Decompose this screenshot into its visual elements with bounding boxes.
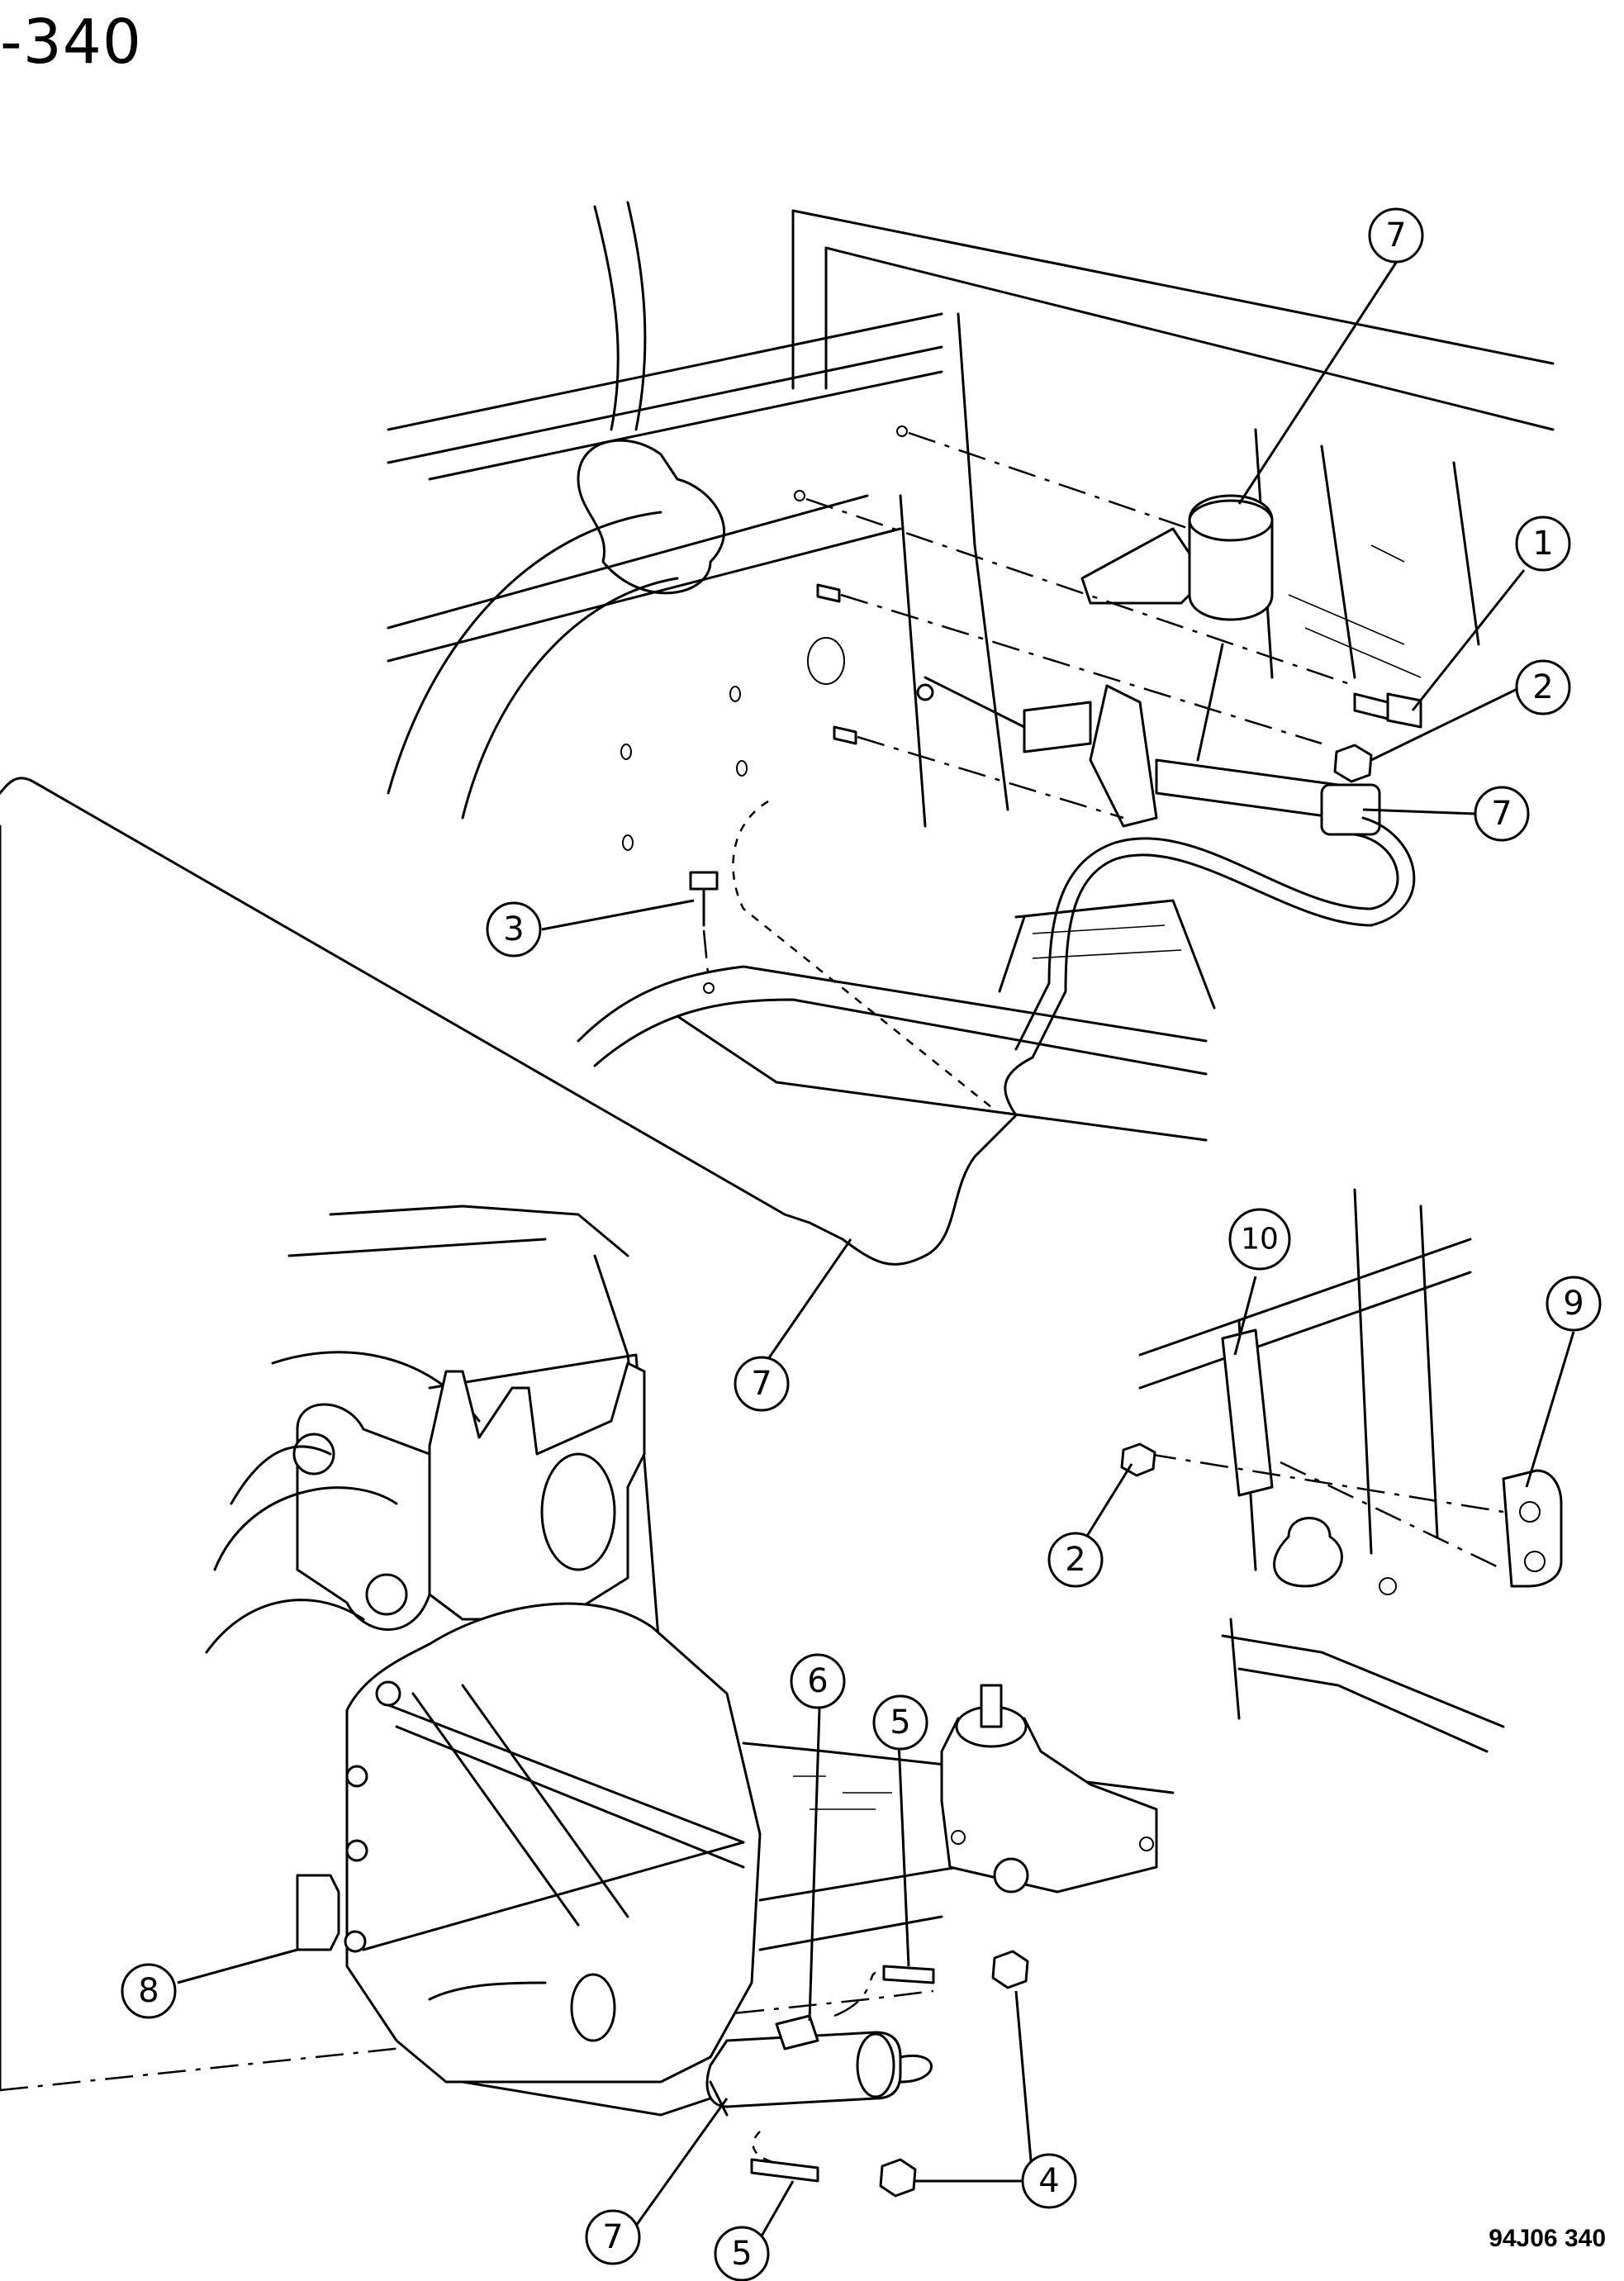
clutch-master-cylinder bbox=[916, 494, 1381, 836]
svg-text:3: 3 bbox=[503, 910, 524, 948]
callout-2-nut-inset: 2 bbox=[1047, 1532, 1104, 1588]
svg-text:7: 7 bbox=[751, 1365, 772, 1403]
callout-4-nuts: 4 bbox=[1021, 2153, 1077, 2209]
figure-code: 94J06 340 bbox=[1489, 2225, 1606, 2252]
callout-2-nut-upper: 2 bbox=[1515, 659, 1571, 715]
svg-text:8: 8 bbox=[138, 1972, 159, 2010]
svg-text:9: 9 bbox=[1563, 1285, 1584, 1323]
shifter-tower bbox=[940, 1684, 1158, 1894]
callouts: 7 1 2 7 3 7 10 9 2 6 5 8 bbox=[121, 207, 1602, 2281]
svg-text:2: 2 bbox=[1065, 1541, 1085, 1579]
guide-lines bbox=[0, 777, 934, 2092]
slave-cylinder bbox=[428, 1950, 1029, 2198]
svg-text:5: 5 bbox=[731, 2235, 752, 2273]
svg-text:7: 7 bbox=[1491, 795, 1512, 833]
svg-text:7: 7 bbox=[602, 2218, 623, 2256]
frame-rail bbox=[577, 899, 1216, 1142]
bolt-1 bbox=[1353, 692, 1422, 729]
svg-text:4: 4 bbox=[1038, 2162, 1059, 2200]
svg-text:2: 2 bbox=[1532, 668, 1553, 706]
callout-1-bolt: 1 bbox=[1515, 516, 1571, 572]
inset-view bbox=[1120, 1188, 1563, 1753]
body-sheet-metal bbox=[387, 201, 1555, 828]
callout-8-mount: 8 bbox=[121, 1963, 177, 2019]
firewall-plate bbox=[577, 439, 845, 851]
callout-7-hydraulic-line: 7 bbox=[734, 1356, 790, 1412]
callout-6-clip: 6 bbox=[790, 1653, 846, 1709]
upper-alignment-lines bbox=[732, 425, 1356, 1108]
callout-5-stud-lower: 5 bbox=[714, 2226, 770, 2281]
callout-7-slave-cylinder: 7 bbox=[585, 2209, 641, 2265]
svg-text:5: 5 bbox=[890, 1704, 910, 1742]
callout-7-master-cylinder: 7 bbox=[1474, 786, 1530, 842]
hydraulic-line bbox=[808, 816, 1416, 1266]
svg-text:10: 10 bbox=[1241, 1223, 1279, 1257]
callout-5-stud-upper: 5 bbox=[872, 1694, 928, 1751]
svg-text:7: 7 bbox=[1385, 216, 1406, 254]
callout-7-reservoir: 7 bbox=[1368, 207, 1424, 264]
pushpin-3 bbox=[689, 871, 719, 994]
transmission bbox=[205, 1205, 1175, 2117]
callout-3-pushpin: 3 bbox=[486, 901, 542, 958]
nut-2-upper bbox=[1333, 744, 1373, 783]
svg-text:6: 6 bbox=[807, 1662, 828, 1700]
page-code: -340 bbox=[0, 7, 142, 78]
svg-text:1: 1 bbox=[1532, 525, 1553, 563]
callout-10-bracket: 10 bbox=[1228, 1208, 1291, 1271]
callout-9-plate: 9 bbox=[1546, 1276, 1602, 1332]
